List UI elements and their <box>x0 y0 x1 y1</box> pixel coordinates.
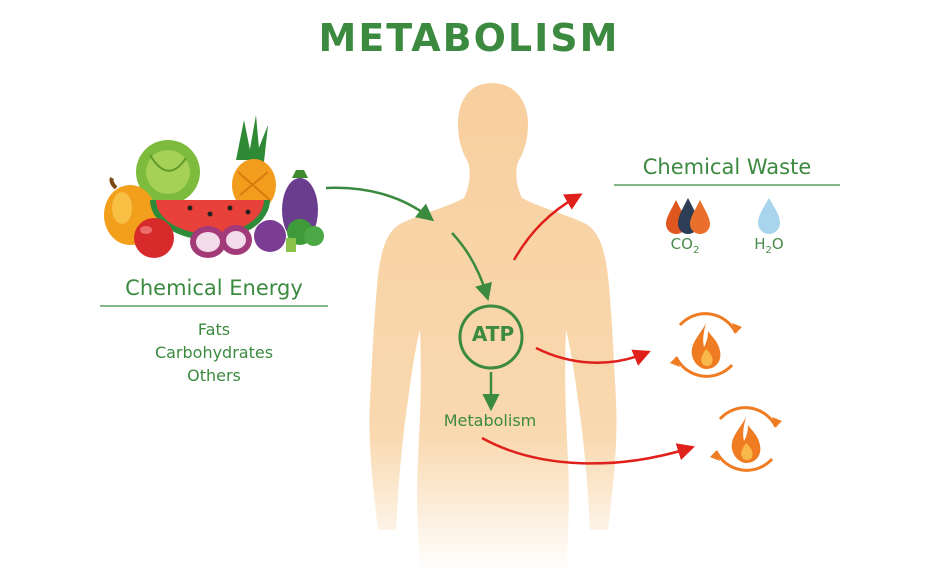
atp-circle <box>458 304 524 370</box>
page-title: METABOLISM <box>318 16 620 60</box>
body-to-waste-arrow <box>512 193 583 261</box>
chemical-waste-heading: Chemical Waste <box>642 155 812 179</box>
heat-fire-cycle-icon <box>670 312 742 378</box>
atp-label: ATP <box>471 322 515 346</box>
heat-fire-cycle-icon <box>710 406 782 472</box>
water-drop-icon <box>758 198 780 234</box>
atp-to-heat-arrow <box>535 346 651 366</box>
nutrient-list: Fats Carbohydrates Others <box>100 318 328 387</box>
nutrient-item: Carbohydrates <box>154 343 274 362</box>
metabolism-to-heat-arrow <box>481 436 696 465</box>
nutrient-item: Others <box>187 366 241 385</box>
human-body-silhouette-icon <box>369 83 617 573</box>
chemical-energy-heading: Chemical Energy <box>125 276 303 300</box>
food-to-body-arrow <box>325 186 435 222</box>
nutrient-item: Fats <box>197 320 231 339</box>
co2-label: CO2 <box>670 235 700 256</box>
body-to-atp-arrow <box>451 232 492 302</box>
co2-drops-icon <box>666 198 710 234</box>
h2o-label: H2O <box>754 235 784 256</box>
metabolism-label: Metabolism <box>443 411 537 430</box>
fruit-vegetable-basket-icon <box>104 115 324 258</box>
